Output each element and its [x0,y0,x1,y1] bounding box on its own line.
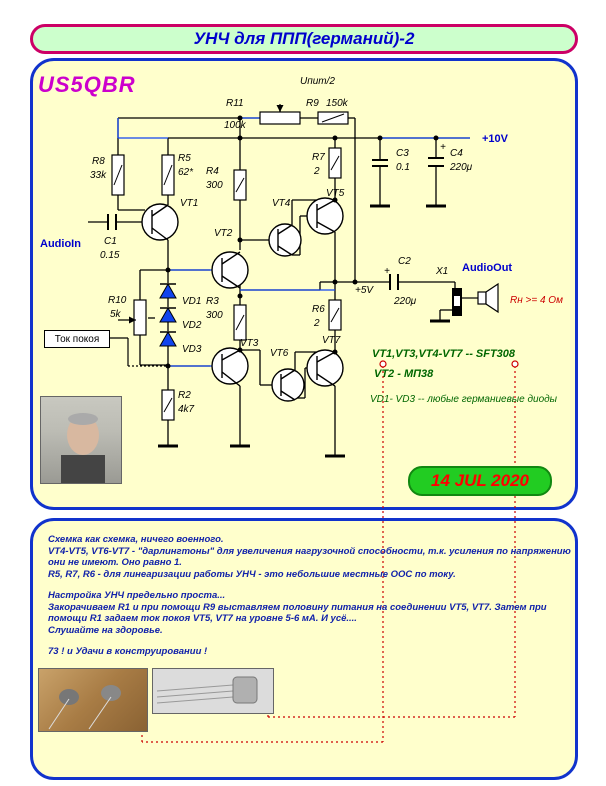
label-vd3: VD3 [182,344,202,355]
label-r4-val: 300 [206,180,223,191]
notes-panel [30,518,578,780]
label-r3-val: 300 [206,310,223,321]
label-plus5: +5V [355,285,374,296]
callsign: US5QBR [38,72,136,97]
label-audioin: AudioIn [40,238,81,250]
label-vt4: VT4 [272,198,291,209]
label-r10-val: 5k [110,309,122,320]
label-vt1: VT1 [180,198,198,209]
label-r4: R4 [206,166,219,177]
label-r9-val: 150k [326,98,349,109]
capacitors [107,157,444,290]
ground-symbols [158,204,450,458]
date-text: 14 JUL 2020 [431,471,529,490]
label-r6-val: 2 [313,318,320,329]
label-x1: X1 [435,266,448,277]
label-r11: R11 [226,98,244,109]
notes-line: Настройка УНЧ предельно проста... [48,590,226,601]
schematic-wires [88,105,470,455]
label-vt6: VT6 [270,348,289,359]
label-c1: C1 [104,236,117,247]
notes-line: они не имеют. Оно равно 1. [48,557,182,568]
label-plus10: +10V [482,133,509,145]
transistor-photo-leads [152,668,274,714]
label-r10: R10 [108,295,127,306]
title-bar: УНЧ для ППП(германий)-2 [30,24,578,54]
notes-gap [48,636,568,646]
parts-line-2: VT2 - МП38 [374,368,434,380]
author-photo [40,396,122,484]
label-r7: R7 [312,152,325,163]
label-c4: C4 [450,148,463,159]
label-r2: R2 [178,390,191,401]
label-audioout: AudioOut [462,262,512,274]
leader-dot-1 [379,360,387,368]
parts-line-3: VD1- VD3 -- любые германиевые диоды [370,393,558,405]
label-c4-plus: + [440,142,446,153]
notes-line: 73 ! и Удачи в конструировании ! [48,646,208,657]
label-r8-val: 33k [90,170,107,181]
notes-line: Слушайте на здоровье. [48,624,163,636]
label-r6: R6 [312,304,325,315]
output-jack [452,288,462,316]
label-r11-val: 100k [224,120,247,131]
label-r7-val: 2 [313,166,320,177]
label-r5: R5 [178,153,191,164]
label-vt5: VT5 [326,188,345,199]
label-upit: Uпит/2 [300,76,335,87]
label-r5-val: 62* [178,167,194,178]
notes-gap [48,580,568,590]
tok-label-box: Ток покоя [44,330,110,348]
label-c2: C2 [398,256,411,267]
diodes [159,282,177,347]
leader-dot-2 [511,360,519,368]
notes-line: Схемка как схемка, ничего военного. [48,534,224,545]
parts-line-1: VT1,VT3,VT4-VT7 -- SFT308 [372,348,516,360]
notes-line: помощи R1 задаем ток покоя VT5, VT7 на у… [48,613,357,624]
label-vd1: VD1 [182,296,201,307]
label-r3: R3 [206,296,219,307]
page-title: УНЧ для ППП(германий)-2 [193,29,415,48]
resistor-marks [113,113,345,413]
label-vd2: VD2 [182,320,202,331]
junction-dots [165,115,439,369]
transistor-photo-board [38,668,148,732]
label-c1-val: 0.15 [100,250,120,261]
label-r8: R8 [92,156,105,167]
notes-line: R5, R7, R6 - для линеаризации работы УНЧ… [48,568,456,580]
label-c2-val: 220μ [393,296,417,307]
label-vt7: VT7 [322,335,341,346]
speaker-icon [477,282,499,314]
label-vt2: VT2 [214,228,233,239]
notes-text: Схемка как схемка, ничего военного. VT4-… [48,534,571,658]
tok-label: Ток покоя [54,333,100,345]
label-r2-val: 4k7 [178,404,195,415]
label-vt3: VT3 [240,338,259,349]
date-badge: 14 JUL 2020 [408,466,552,496]
label-c3-val: 0.1 [396,162,410,173]
notes-line: VT4-VT5, VT6-VT7 - "дарлингтоны" для уве… [48,545,571,557]
label-c4-val: 220μ [449,162,473,173]
notes-line: Закорачиваем R1 и при помощи R9 выставля… [48,601,547,613]
label-rn: Rн >= 4 Ом [510,295,563,306]
label-r9: R9 [306,98,319,109]
label-c2-plus: + [384,266,390,277]
label-c3: C3 [396,148,409,159]
transistors [141,197,344,402]
